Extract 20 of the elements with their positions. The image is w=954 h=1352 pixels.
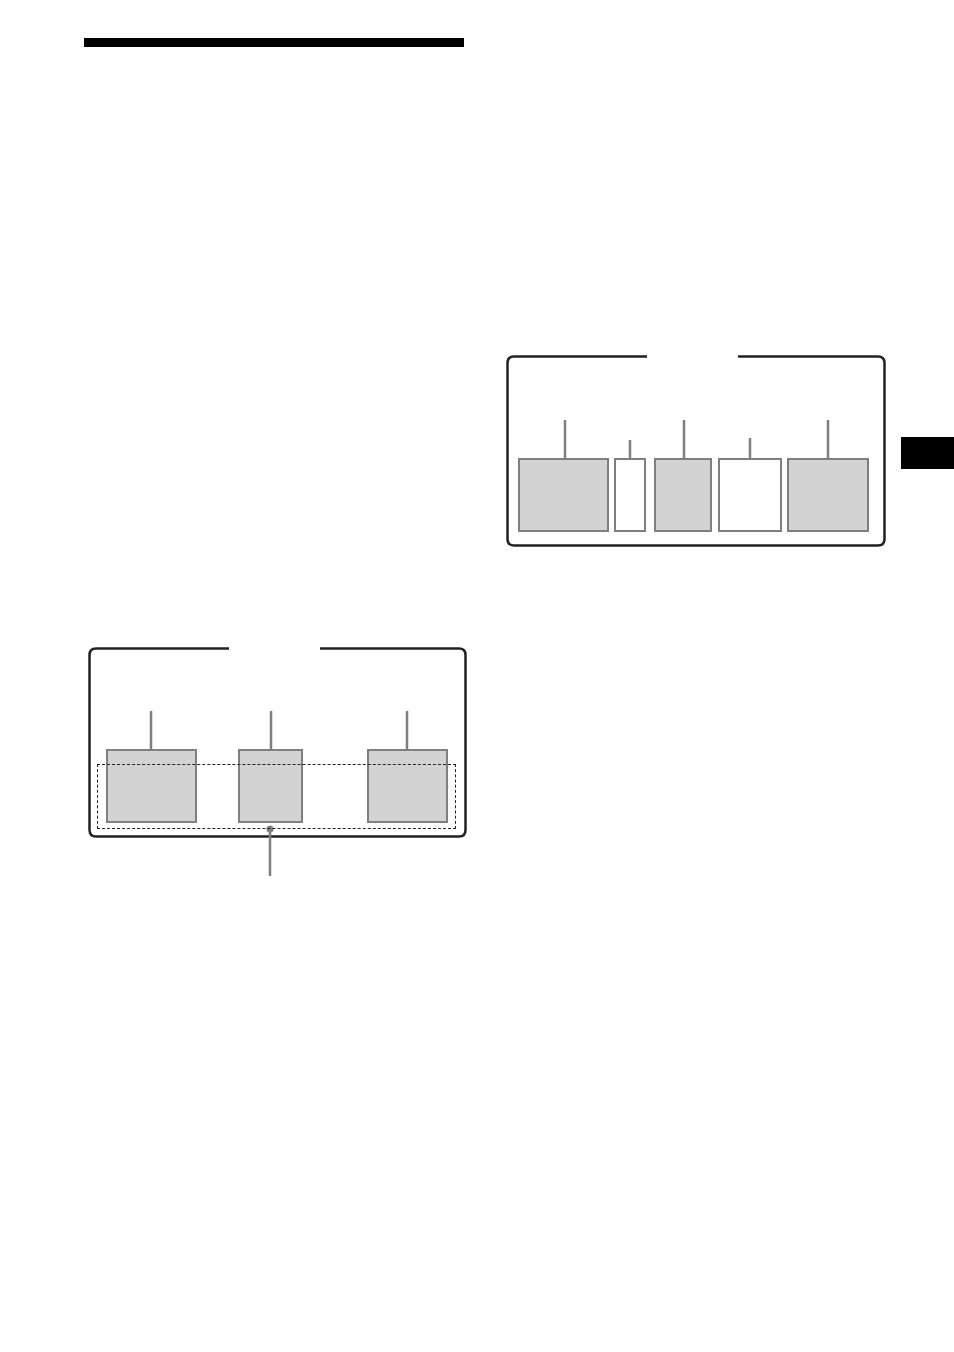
display-segment bbox=[614, 458, 646, 532]
display-segment bbox=[718, 458, 782, 532]
leader-line bbox=[826, 420, 830, 458]
display-segment bbox=[787, 458, 869, 532]
leader-line bbox=[682, 420, 686, 458]
leader-line bbox=[269, 711, 273, 749]
display-segment bbox=[238, 749, 303, 823]
display-segment bbox=[367, 749, 448, 823]
leader-line bbox=[149, 711, 153, 749]
dashed-outline bbox=[97, 764, 456, 829]
display-panel bbox=[506, 355, 886, 547]
display-segment bbox=[654, 458, 712, 532]
display-segment bbox=[518, 458, 609, 532]
leader-line bbox=[266, 825, 274, 876]
display-panel bbox=[88, 647, 467, 838]
leader-line bbox=[563, 420, 567, 458]
leader-line bbox=[405, 711, 409, 749]
leader-line bbox=[628, 440, 632, 458]
display-segment bbox=[106, 749, 197, 823]
leader-line bbox=[748, 438, 752, 458]
